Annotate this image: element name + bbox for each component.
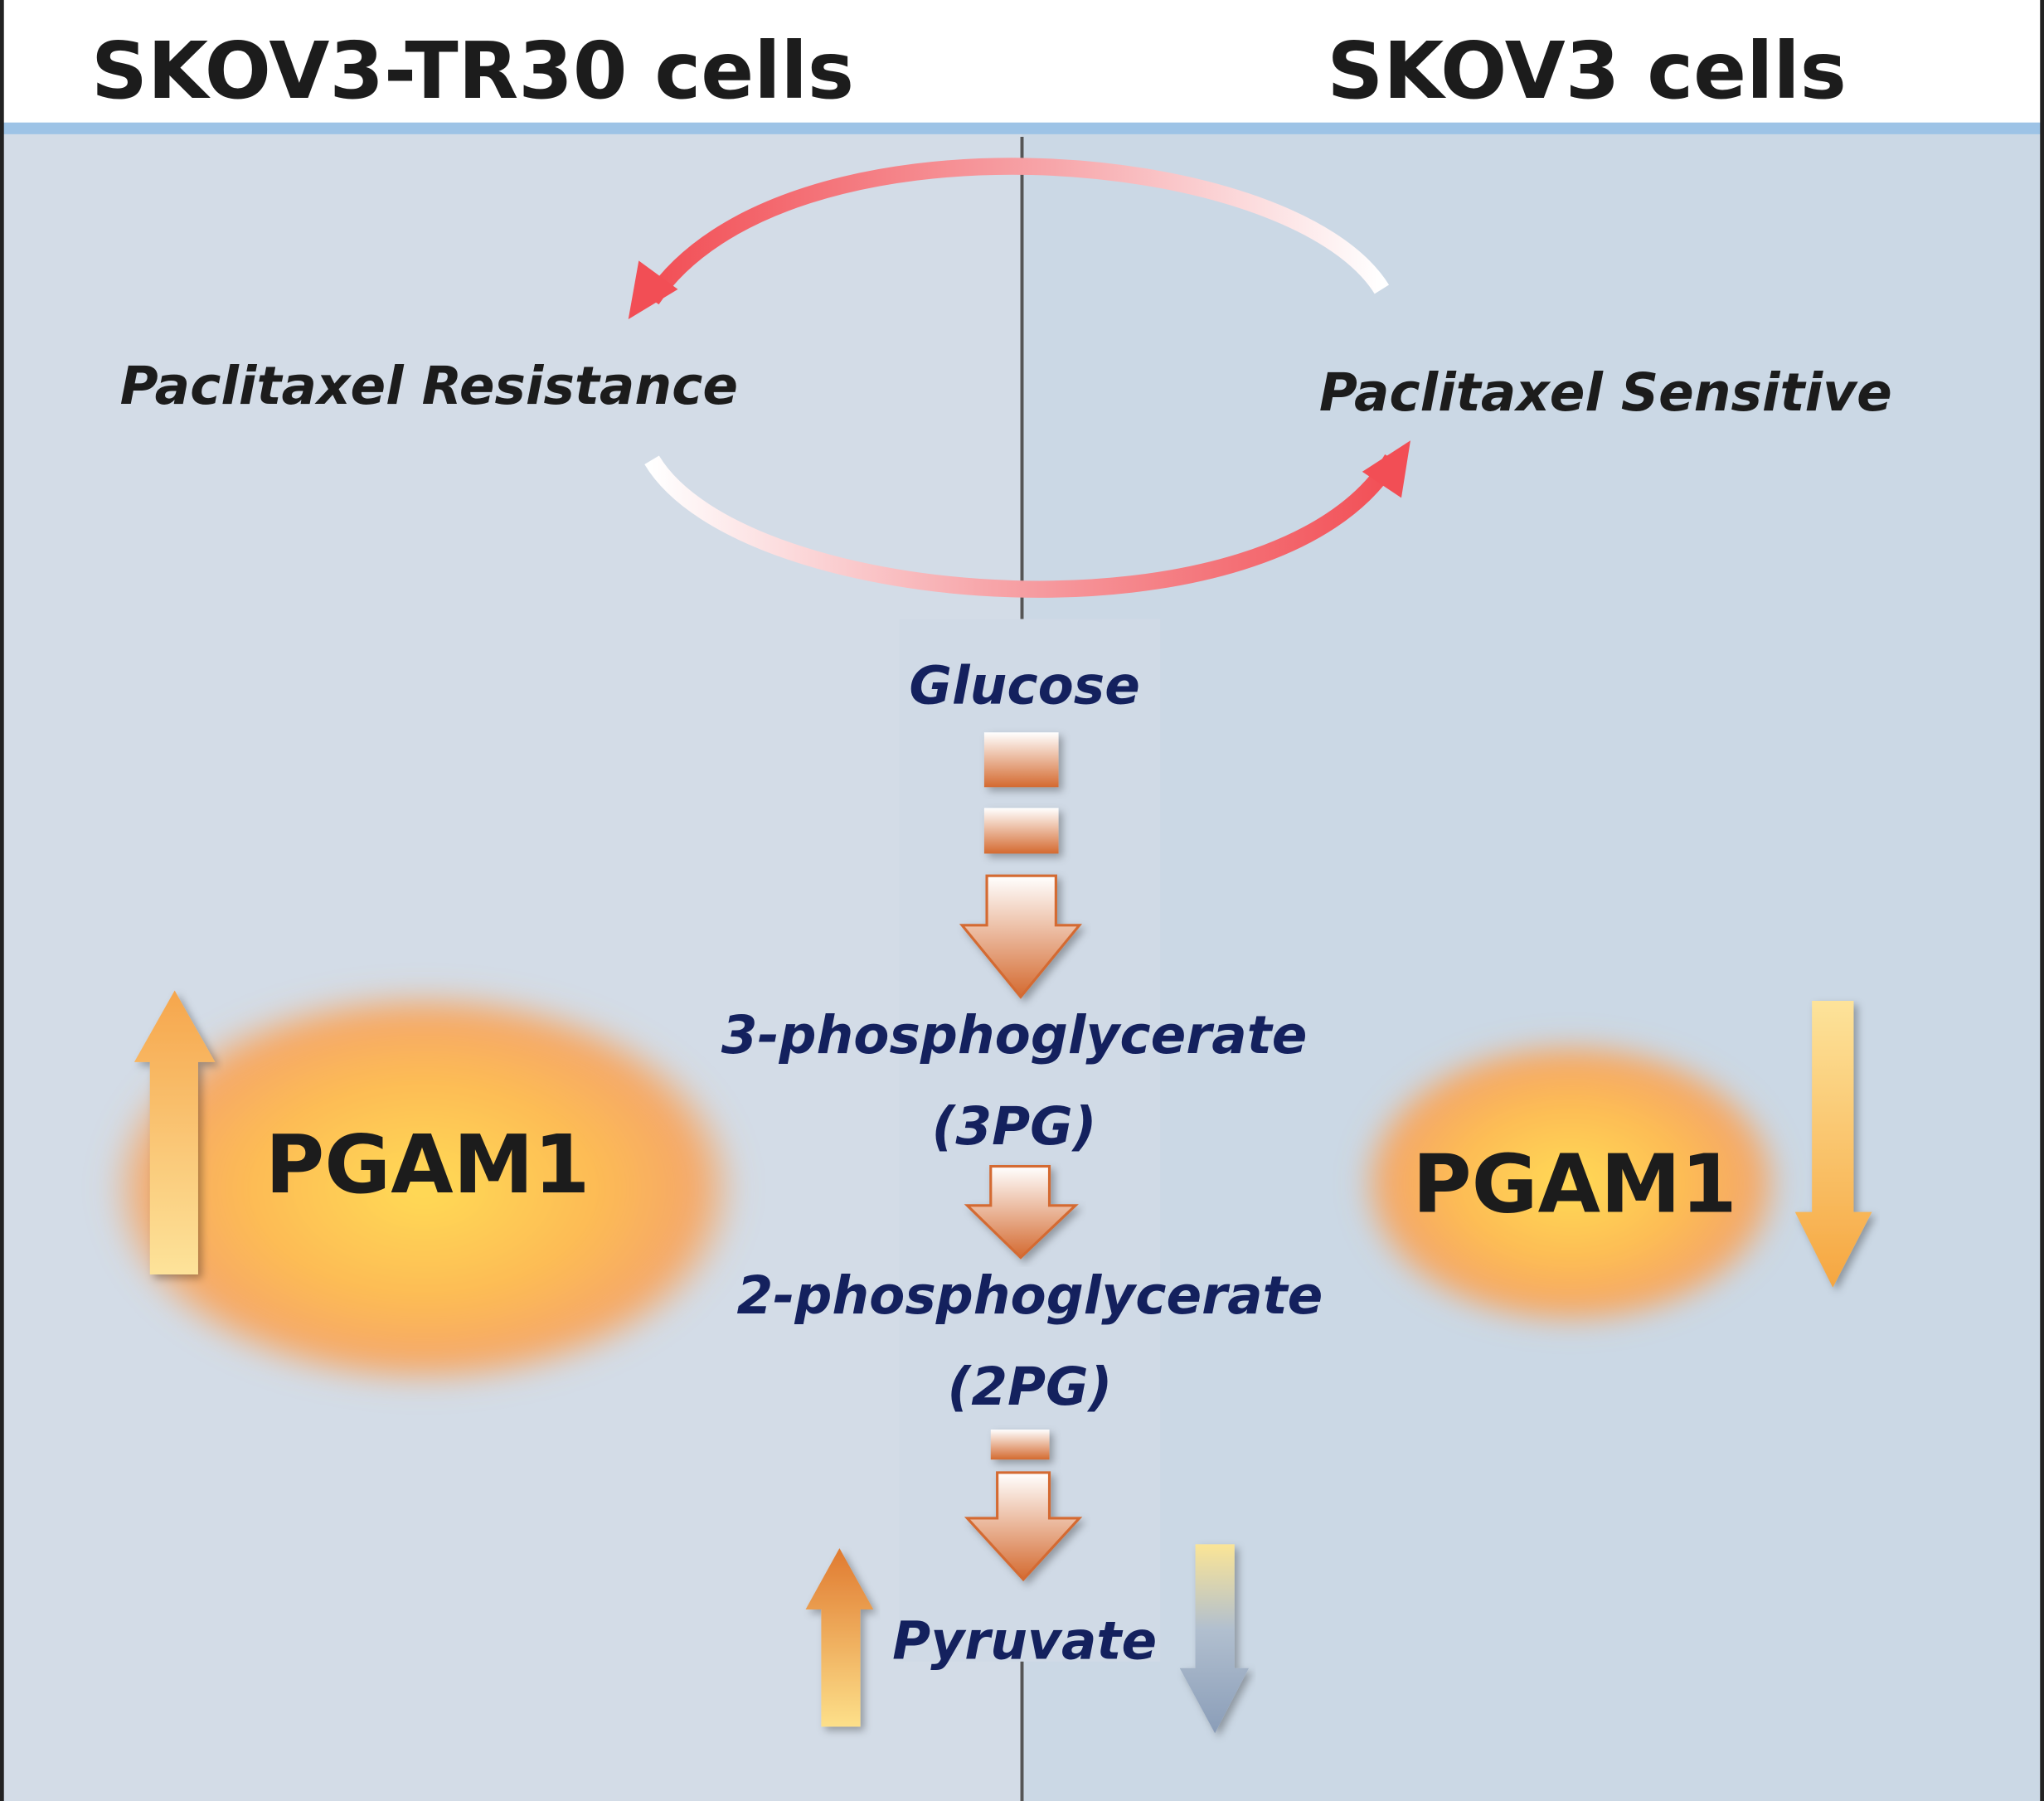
pyruvate-up-arrow-icon bbox=[805, 1548, 874, 1727]
metabolite-pyruvate: Pyruvate bbox=[892, 1611, 1157, 1672]
header-background bbox=[0, 0, 2044, 124]
sensitivity-arrow-icon bbox=[644, 440, 1410, 598]
header-rule bbox=[0, 122, 2044, 134]
metabolite-2pg: 2-phosphoglycerate bbox=[737, 1265, 1323, 1326]
metabolite-glucose: Glucose bbox=[909, 656, 1139, 716]
right-cell-line-title: SKOV3 cells bbox=[1327, 26, 1847, 117]
dashed-arrow-icon bbox=[959, 732, 1082, 999]
left-cell-line-title: SKOV3-TR30 cells bbox=[91, 26, 854, 117]
left-panel bbox=[0, 130, 1022, 1801]
resistance-arrow-icon bbox=[628, 158, 1390, 320]
sensitive-label: Paclitaxel Sensitive bbox=[1319, 362, 1892, 423]
metabolite-3pg-abbrev: (3PG) bbox=[932, 1096, 1097, 1157]
dashed-arrow-icon bbox=[964, 1430, 1083, 1582]
left-border bbox=[0, 0, 4, 1801]
pgam1-low-blob bbox=[1355, 1037, 1786, 1330]
down-arrow-icon bbox=[964, 1165, 1079, 1260]
right-panel bbox=[1022, 130, 2044, 1801]
pyruvate-down-arrow-icon bbox=[1179, 1544, 1250, 1734]
resistance-label: Paclitaxel Resistance bbox=[120, 356, 738, 416]
right-border bbox=[2040, 0, 2044, 1801]
pgam1-right-label: PGAM1 bbox=[1412, 1138, 1737, 1231]
pgam1-left-label: PGAM1 bbox=[265, 1118, 590, 1211]
metabolite-2pg-abbrev: (2PG) bbox=[947, 1357, 1112, 1417]
metabolite-3pg: 3-phosphoglycerate bbox=[721, 1005, 1308, 1066]
pgam1-up-arrow-icon bbox=[134, 990, 216, 1275]
pgam1-high-blob bbox=[104, 986, 744, 1391]
pgam1-down-arrow-icon bbox=[1794, 1001, 1872, 1288]
